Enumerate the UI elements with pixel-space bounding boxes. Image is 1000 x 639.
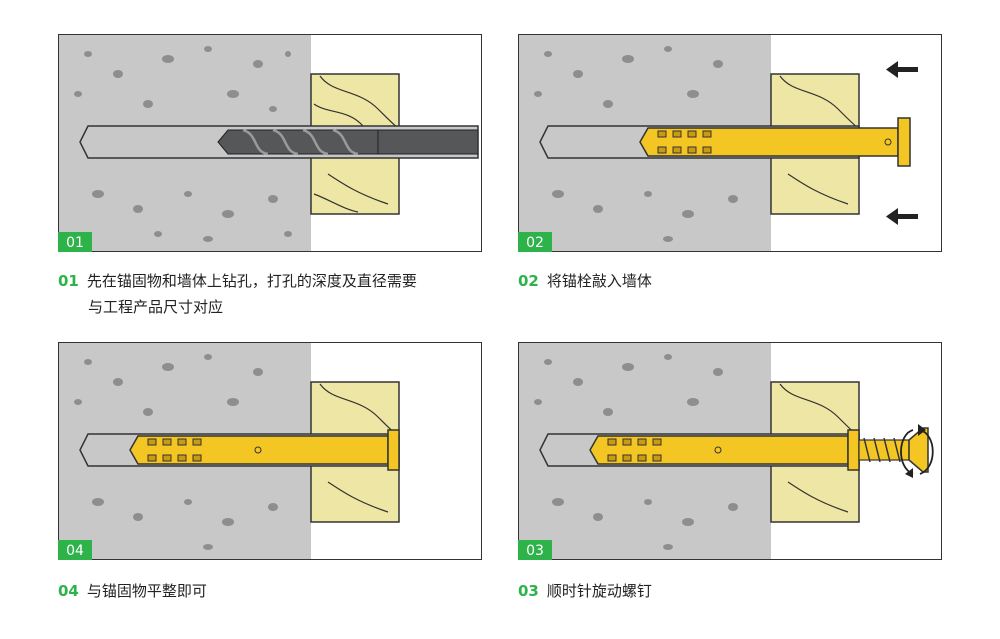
step-02-svg: 02 (518, 34, 942, 252)
step-badge (58, 232, 92, 252)
step-badge (518, 232, 552, 252)
step-03-svg: 03 (518, 342, 942, 560)
step-text: 将锚栓敲入墙体 (546, 272, 652, 290)
step-badge-text: 02 (526, 235, 544, 251)
concrete-aggregate (74, 46, 292, 242)
step-text: 顺时针旋动螺钉 (546, 582, 652, 600)
wood-grain (313, 75, 400, 213)
step-text-line2: 与工程产品尺寸对应 (88, 298, 224, 316)
step-badge (58, 540, 92, 560)
arrow-left-icon (886, 61, 918, 78)
step-03-illustration: 03 (518, 342, 942, 560)
anchor-plug (129, 429, 400, 471)
step-text: 与锚固物平整即可 (86, 582, 207, 600)
step-number: 04 (58, 582, 79, 600)
drill-bit (217, 128, 479, 156)
step-04-caption: 04 与锚固物平整即可 (58, 578, 207, 604)
step-badge-text: 01 (66, 235, 84, 251)
step-03-caption: 03 顺时针旋动螺钉 (518, 578, 652, 604)
rotate-clockwise-icon (900, 424, 934, 478)
step-number: 01 (58, 272, 79, 290)
anchor-plug (589, 429, 860, 471)
step-number: 02 (518, 272, 539, 290)
step-badge-text: 04 (66, 543, 84, 559)
arrow-left-icon (886, 208, 918, 225)
step-01-illustration: 01 (58, 34, 482, 252)
step-badge-text: 03 (526, 543, 544, 559)
step-02-illustration: 02 (518, 34, 942, 252)
anchor-plug (639, 117, 911, 167)
step-04-svg: 04 (58, 342, 482, 560)
step-04-illustration: 04 (58, 342, 482, 560)
step-number: 03 (518, 582, 539, 600)
step-01-caption: 01 先在锚固物和墙体上钻孔，打孔的深度及直径需要 与工程产品尺寸对应 (58, 268, 417, 320)
step-badge (518, 540, 552, 560)
step-text: 先在锚固物和墙体上钻孔，打孔的深度及直径需要 (86, 272, 417, 290)
step-01-svg: 01 (58, 34, 482, 252)
step-02-caption: 02 将锚栓敲入墙体 (518, 268, 652, 294)
